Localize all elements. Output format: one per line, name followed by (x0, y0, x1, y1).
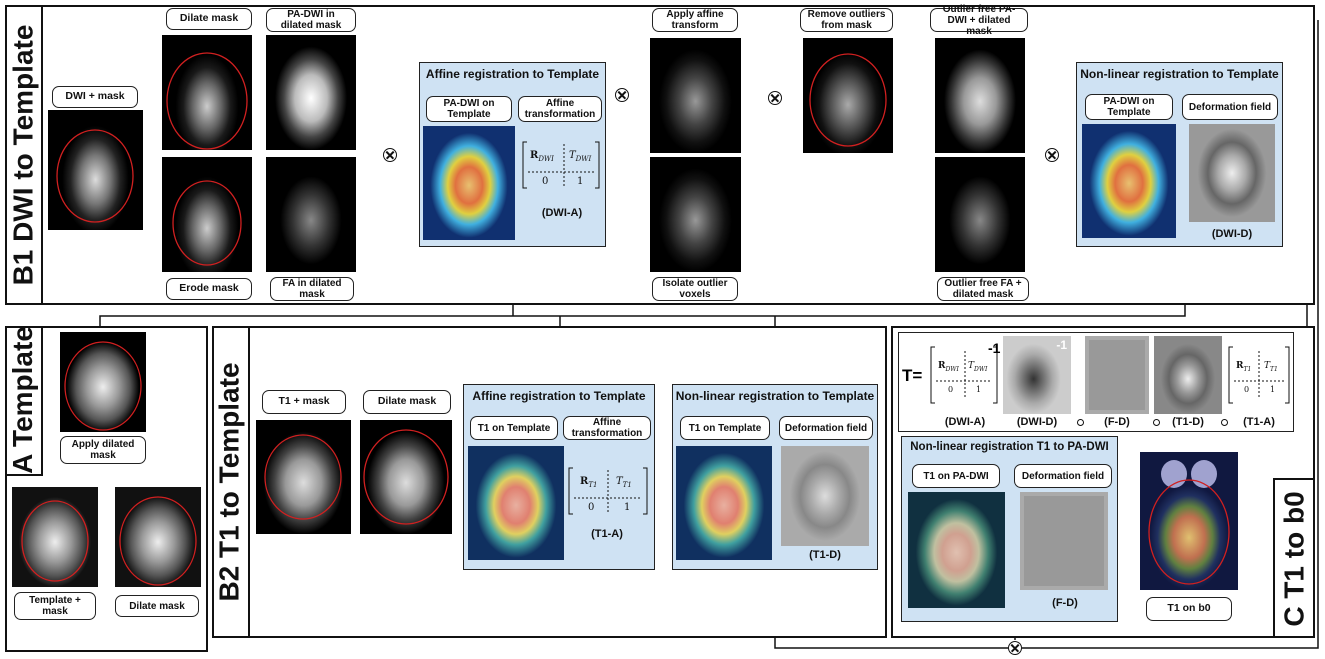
c-t1-matrix-zero: 0 (1244, 385, 1250, 394)
t1-nonlinear-overlay (676, 446, 772, 560)
panel-a-label: A Template (5, 326, 43, 476)
c-matrix-r: RDWI (938, 361, 959, 373)
outlier-free-fa-image (935, 157, 1025, 272)
t1-deformation-field-image (781, 446, 869, 546)
remove-outliers-image (803, 38, 893, 153)
c-f-d-image (1085, 336, 1149, 414)
dilate-mask-image (162, 35, 252, 150)
t1-on-template-label: T1 on Template (470, 416, 558, 440)
dwi-affine-matrix: RDWI TDWI 0 1 (522, 140, 600, 190)
dwi-a-tag: (DWI-A) (541, 207, 583, 219)
dwi-d-tag: (DWI-D) (1211, 228, 1253, 240)
panel-b2-label: B2 T1 to Template (212, 326, 250, 638)
pa-dwi-dilated-image (266, 35, 356, 150)
a-dilate-mask-image (115, 487, 201, 587)
combine-operator-1 (383, 148, 397, 162)
t-equals: T= (902, 366, 923, 385)
inverse-exponent: -1 (988, 340, 1001, 356)
c-dwi-a-tag: (DWI-A) (944, 416, 986, 428)
b2-deformation-field-label: Deformation field (779, 416, 873, 440)
pa-dwi-on-template-label: PA-DWI on Template (426, 96, 512, 122)
c-dwi-d-image: -1 (1003, 336, 1071, 414)
c-dwi-d-tag: (DWI-D) (1016, 416, 1058, 428)
c-t1-d-tag: (T1-D) (1172, 416, 1204, 428)
dwi-mask-label: DWI + mask (52, 86, 138, 108)
t1-mask-image (256, 420, 351, 534)
t1-on-template2-label: T1 on Template (680, 416, 770, 440)
b2-affine-transformation-label: Affine transformation (563, 416, 651, 440)
transform-composition-box (898, 332, 1294, 432)
combine-operator-5 (1008, 641, 1022, 655)
affine-transformation-label: Affine transformation (518, 96, 602, 122)
c-dwi-matrix: RDWI TDWI 0 1 (930, 345, 998, 405)
matrix-one: 1 (577, 176, 584, 187)
compose-op-3 (1221, 419, 1228, 426)
t1-a-tag: (T1-A) (591, 528, 623, 540)
outlier-free-pa-label: Outlier free PA-DWI + dilated mask (930, 4, 1028, 37)
t1-on-b0-image (1140, 452, 1238, 590)
isolate-outlier-image (650, 157, 741, 272)
t1-affine-matrix: RT1 TT1 0 1 (568, 466, 648, 516)
matrix-zero: 0 (542, 176, 549, 187)
t1-template-overlay (468, 446, 564, 560)
c-deformation-field-label: Deformation field (1014, 464, 1112, 488)
inverse-exponent-2: -1 (1056, 338, 1067, 352)
pa-dwi-dilated-label: PA-DWI in dilated mask (266, 8, 356, 32)
combine-operator-2 (615, 88, 629, 102)
fa-dilated-image (266, 157, 356, 272)
pa-dwi-on-template2-label: PA-DWI on Template (1085, 94, 1173, 120)
t1-matrix-t: TT1 (616, 476, 632, 489)
dwi-deformation-field-image (1189, 124, 1275, 222)
remove-outliers-label: Remove outliers from mask (800, 8, 893, 32)
apply-dilated-label: Apply dilated mask (60, 436, 146, 464)
compose-op-2 (1153, 419, 1160, 426)
erode-mask-label: Erode mask (166, 278, 252, 300)
matrix-r: RDWI (530, 150, 554, 163)
c-f-d-tag: (F-D) (1104, 416, 1130, 428)
c-t1-matrix-r: RT1 (1236, 361, 1252, 373)
apply-affine-image (650, 38, 741, 153)
c-matrix-zero: 0 (948, 385, 954, 394)
t1-on-b0-label: T1 on b0 (1146, 597, 1232, 621)
isolate-outlier-label: Isolate outlier voxels (652, 277, 738, 301)
erode-mask-image (162, 157, 252, 272)
t1-matrix-r: RT1 (580, 476, 598, 489)
pa-dwi-template-overlay (423, 126, 515, 240)
dwi-brain-image (48, 110, 143, 230)
outlier-free-pa-image (935, 38, 1025, 153)
b2-dilate-mask-image (360, 420, 452, 534)
t1-on-padwi-image (908, 492, 1005, 608)
t1-d-tag: (T1-D) (809, 549, 841, 561)
c-t1-matrix: RT1 TT1 0 1 (1228, 345, 1290, 405)
t1-matrix-zero: 0 (588, 502, 595, 513)
c-deformation-field-image (1020, 492, 1108, 590)
template-mask-label: Template + mask (14, 592, 96, 620)
deformation-field-label: Deformation field (1182, 94, 1278, 120)
dilate-mask-label: Dilate mask (166, 8, 252, 30)
c-f-d2-tag: (F-D) (1052, 597, 1078, 609)
combine-operator-3 (768, 91, 782, 105)
t1-matrix-one: 1 (624, 502, 631, 513)
c-matrix-t: TDWI (968, 361, 988, 373)
c-matrix-one: 1 (976, 385, 982, 394)
apply-affine-label: Apply affine transform (652, 8, 738, 32)
template-mask-image (12, 487, 98, 587)
c-t1-matrix-t: TT1 (1264, 361, 1278, 373)
panel-c-label: C T1 to b0 (1273, 478, 1315, 638)
b2-dilate-mask-label: Dilate mask (363, 390, 451, 414)
c-t1-d-image (1154, 336, 1222, 414)
panel-b1-label: B1 DWI to Template (5, 5, 43, 305)
template-apply-image (60, 332, 146, 432)
nonlinear-overlay-image (1082, 124, 1176, 238)
a-dilate-mask-label: Dilate mask (115, 595, 199, 617)
outlier-free-fa-label: Outlier free FA + dilated mask (937, 277, 1029, 301)
compose-op-1 (1077, 419, 1084, 426)
c-t1-a-tag: (T1-A) (1243, 416, 1275, 428)
c-t1-matrix-one: 1 (1270, 385, 1276, 394)
t1-mask-label: T1 + mask (262, 390, 346, 414)
fa-dilated-label: FA in dilated mask (270, 277, 354, 301)
t1-on-padwi-label: T1 on PA-DWI (912, 464, 1000, 488)
combine-operator-4 (1045, 148, 1059, 162)
matrix-t: TDWI (569, 150, 592, 163)
